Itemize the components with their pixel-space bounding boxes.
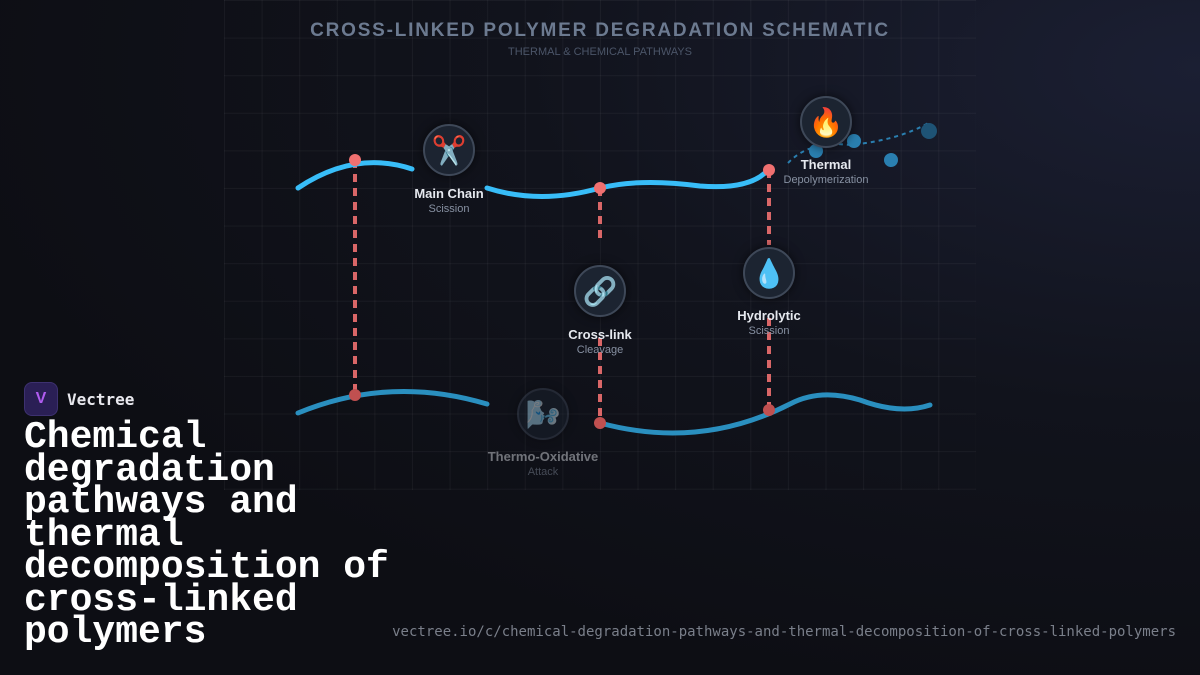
polymer-chain-top-2 [484,167,771,199]
node-label-cross-link: Cross-link Cleavage [520,327,680,356]
node-title: Cross-link [568,327,632,342]
droplet-icon: 💧 [743,247,795,299]
wind-face-icon: 🌬️ [517,388,569,440]
link-icon: 🔗 [574,265,626,317]
crosslink-node [763,164,775,176]
headline: Chemical degradation pathways and therma… [24,416,389,654]
crosslink-node [763,404,775,416]
scissors-icon: ✂️ [423,124,475,176]
polymer-chain-bottom-1 [295,389,490,416]
node-title: Main Chain [414,186,484,201]
node-subtitle: Scission [748,325,790,337]
polymer-chain-bottom-2 [597,392,933,436]
node-title: Thermo-Oxidative [487,449,599,464]
brand: V Vectree [24,382,134,416]
monomer [884,153,898,167]
monomer [809,144,823,158]
vectree-logo-icon: V [24,382,58,416]
node-subtitle: Cleavage [576,344,624,356]
node-label-thermal: Thermal Depolymerization [746,157,906,186]
page-url: vectree.io/c/chemical-degradation-pathwa… [392,624,1176,640]
monomer [921,123,937,139]
crosslink-node [349,154,361,166]
diagram-subtitle: THERMAL & CHEMICAL PATHWAYS [508,46,692,58]
node-label-thermo-oxidative: Thermo-Oxidative Attack [463,449,623,478]
crosslink-node [594,417,606,429]
node-label-hydrolytic: Hydrolytic Scission [689,308,849,337]
fire-icon: 🔥 [800,96,852,148]
node-subtitle: Scission [428,203,470,215]
monomer [847,134,861,148]
node-title: Thermal [800,157,852,172]
node-label-main-chain: Main Chain Scission [369,186,529,215]
crosslink-node [594,182,606,194]
node-title: Hydrolytic [737,308,801,323]
node-subtitle: Depolymerization [783,174,869,186]
brand-name: Vectree [67,389,135,409]
crosslink-node [349,389,361,401]
diagram-title: CROSS-LINKED POLYMER DEGRADATION SCHEMAT… [310,20,890,41]
node-subtitle: Attack [527,466,559,478]
